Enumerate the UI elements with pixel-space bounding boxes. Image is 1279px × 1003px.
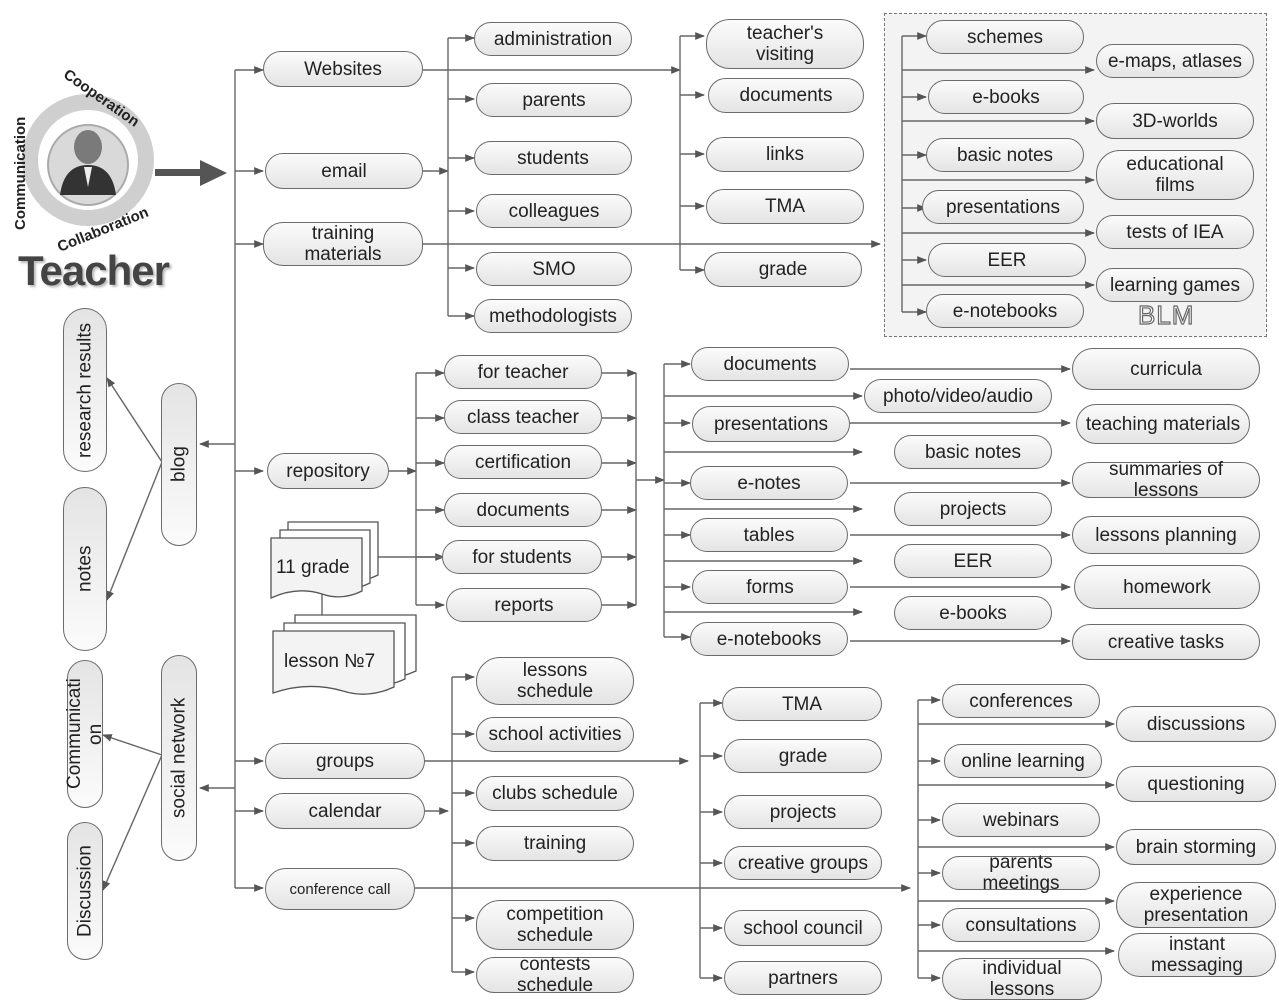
node-social-network: social network	[161, 655, 197, 861]
node-certification: certification	[444, 445, 602, 479]
node-tma-top: TMA	[706, 189, 864, 224]
node-individual-lessons: individual lessons	[942, 958, 1102, 1000]
grade-document-stack-icon	[270, 521, 379, 600]
node-conference-call: conference call	[265, 868, 415, 910]
node-blm-e-notebooks: e-notebooks	[926, 294, 1084, 328]
connector-arrow	[106, 461, 163, 601]
node-creative-tasks: creative tasks	[1072, 624, 1260, 660]
node-schemes: schemes	[926, 20, 1084, 54]
node-res-documents: documents	[708, 78, 864, 113]
node-websites: Websites	[263, 51, 423, 87]
node-brain-storming: brain storming	[1116, 829, 1276, 865]
node-groups-projects: projects	[724, 795, 882, 829]
node-types-documents: documents	[691, 347, 849, 381]
node-mid-projects: projects	[894, 492, 1052, 526]
node-reports: reports	[446, 588, 602, 622]
node-lessons-planning: lessons planning	[1072, 516, 1260, 554]
node-instant-messaging: instant messaging	[1118, 933, 1276, 977]
blm-label: BLM	[1137, 299, 1195, 330]
connector-arrow	[106, 377, 163, 463]
node-groups-tma: TMA	[722, 687, 882, 721]
node-school-council: school council	[724, 910, 882, 946]
node-contests-schedule: contests schedule	[476, 954, 634, 996]
teacher-title: Teacher	[18, 247, 170, 294]
node-conferences: conferences	[942, 684, 1100, 718]
node-mid-e-books: e-books	[894, 596, 1052, 630]
node-students: students	[474, 141, 632, 175]
node-links: links	[706, 137, 864, 172]
connector-arrow	[102, 734, 163, 756]
node-smo: SMO	[476, 252, 632, 286]
node-questioning: questioning	[1116, 766, 1276, 802]
node-notes: notes	[63, 487, 107, 651]
node-online-learning: online learning	[944, 744, 1102, 778]
ring-word-communication: Communication	[12, 116, 29, 230]
node-competition-schedule: competition schedule	[476, 900, 634, 950]
node-grade-top: grade	[704, 252, 862, 287]
lesson-document-stack-icon	[272, 614, 417, 695]
node-homework: homework	[1074, 565, 1260, 609]
node-creative-groups: creative groups	[724, 846, 882, 880]
node-communication: Communicati on	[64, 660, 106, 808]
node-blm-basic-notes: basic notes	[926, 138, 1084, 172]
node-mid-eer: EER	[894, 544, 1052, 578]
lesson-document-label: lesson №7	[284, 651, 376, 672]
node-types-forms: forms	[692, 570, 848, 604]
node-mid-basic-notes: basic notes	[894, 435, 1052, 469]
node-types-tables: tables	[690, 518, 848, 552]
node-blm-presentations: presentations	[922, 190, 1084, 224]
node-teaching-materials: teaching materials	[1076, 404, 1250, 444]
node-administration: administration	[474, 22, 632, 56]
node-blm-eer: EER	[928, 243, 1086, 277]
node-repository: repository	[267, 453, 389, 489]
node-for-students: for students	[442, 540, 602, 574]
node-teachers-visiting: teacher's visiting	[706, 19, 864, 69]
node-clubs-schedule: clubs schedule	[476, 776, 634, 811]
node-experience-presentation: experience presentation	[1116, 882, 1276, 928]
node-parents-meetings: parents meetings	[942, 852, 1100, 894]
node-blm-e-books: e-books	[928, 80, 1084, 114]
node-webinars: webinars	[942, 803, 1100, 837]
node-methodologists: methodologists	[474, 299, 632, 333]
node-groups: groups	[265, 743, 425, 779]
node-training-materials: training materials	[263, 222, 423, 266]
node-photo-video-audio: photo/video/audio	[864, 379, 1052, 413]
node-research-results: research results	[63, 308, 107, 472]
node-repo-documents: documents	[444, 493, 602, 527]
node-learning-games: learning games	[1096, 268, 1254, 302]
node-training: training	[476, 826, 634, 861]
teacher-avatar-icon	[22, 94, 154, 226]
node-lessons-schedule: lessons schedule	[476, 657, 634, 705]
node-class-teacher: class teacher	[444, 400, 602, 434]
node-educational-films: educational films	[1096, 150, 1254, 200]
node-for-teacher: for teacher	[444, 355, 602, 389]
node-calendar: calendar	[265, 793, 425, 829]
node-summaries-of-lessons: summaries of lessons	[1072, 459, 1260, 501]
node-groups-grade: grade	[724, 739, 882, 773]
grade-document-label: 11 grade	[276, 557, 350, 578]
node-colleagues: colleagues	[476, 194, 632, 228]
node-e-maps: e-maps, atlases	[1096, 44, 1254, 78]
node-tests-of-iea: tests of IEA	[1096, 215, 1254, 249]
teacher-arrow-icon	[155, 160, 227, 186]
node-partners: partners	[724, 961, 882, 995]
node-school-activities: school activities	[476, 717, 634, 752]
node-parents: parents	[476, 83, 632, 117]
node-types-e-notes: e-notes	[690, 466, 848, 500]
node-discussion: Discussion	[67, 822, 103, 960]
node-consultations: consultations	[942, 908, 1100, 942]
node-blog: blog	[161, 383, 197, 546]
node-discussions: discussions	[1116, 706, 1276, 742]
node-3d-worlds: 3D-worlds	[1096, 103, 1254, 139]
node-curricula: curricula	[1072, 348, 1260, 390]
node-types-e-notebooks: e-notebooks	[690, 622, 848, 656]
node-email: email	[265, 153, 423, 189]
connector-arrow	[102, 754, 163, 891]
node-types-presentations: presentations	[692, 406, 850, 442]
